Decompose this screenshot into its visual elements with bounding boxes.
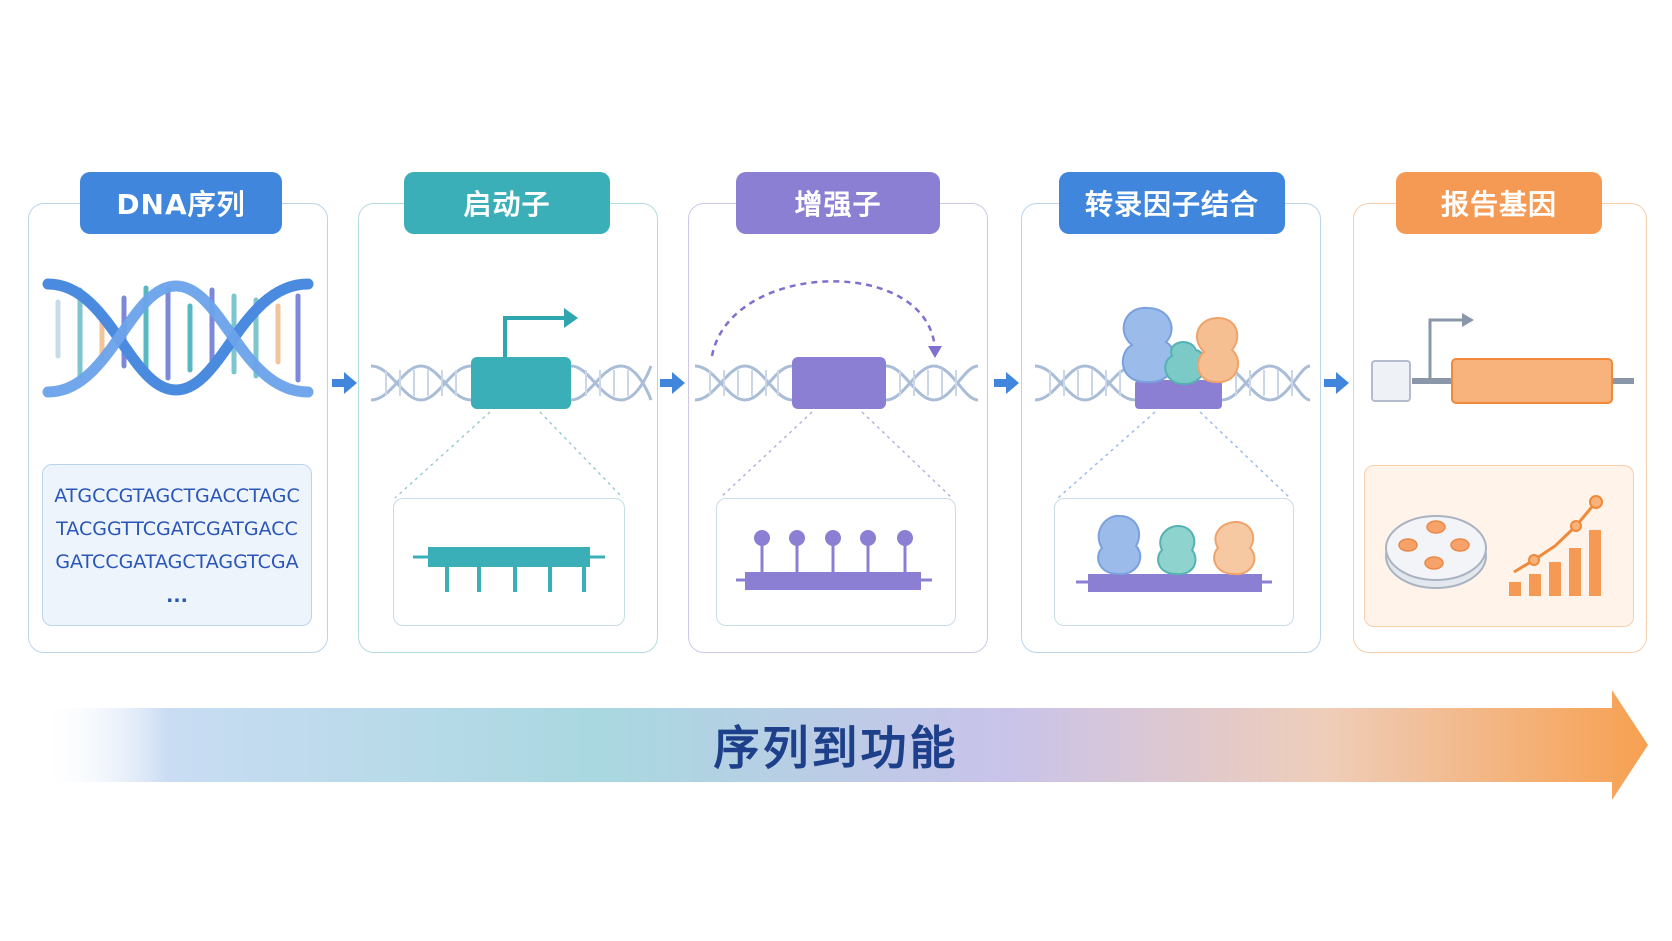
step-header-dna: DNA序列 <box>80 172 282 234</box>
connector-arrow-icon <box>660 372 685 394</box>
promoter-zoom-detail <box>413 547 605 592</box>
enhancer-zoom-box <box>716 498 956 626</box>
petri-dish-icon <box>1385 515 1487 589</box>
enhancer-dna-strip <box>694 364 979 402</box>
transcription-start-arrow-icon <box>503 308 578 357</box>
promoter-region <box>471 357 571 409</box>
connector-arrow-icon <box>332 372 357 394</box>
step-header-promoter: 启动子 <box>404 172 610 234</box>
connector-arrow-icon <box>1324 372 1349 394</box>
sequence-box: ATGCCGTAGCTGACCTAGC TACGGTTCGATCGATGACC … <box>42 464 312 626</box>
promoter-zoom-lines <box>394 411 624 499</box>
sequence-ellipsis: ... <box>166 585 188 607</box>
reporter-construct-icon <box>1371 313 1634 404</box>
dna-helix-icon <box>42 278 314 398</box>
enhancer-region <box>792 357 886 409</box>
tf-zoom-lines <box>1057 411 1291 499</box>
sequence-line: ATGCCGTAGCTGACCTAGC <box>54 485 300 507</box>
tf-dna-strip <box>1034 364 1311 402</box>
flow-label: 序列到功能 <box>713 721 959 775</box>
enhancer-zoom-detail <box>736 530 932 590</box>
enhancer-zoom-lines <box>719 411 953 499</box>
step-header-tf-binding: 转录因子结合 <box>1059 172 1285 234</box>
tf-zoom-detail <box>1076 514 1272 592</box>
step-connector-arrows <box>332 372 1349 394</box>
sequence-line: TACGGTTCGATCGATGACC <box>56 518 298 540</box>
enhancer-loop-arrow-icon <box>710 280 942 358</box>
bar-growth-chart-icon <box>1509 495 1603 596</box>
tf-binding-site <box>1135 380 1222 409</box>
step-header-enhancer: 增强子 <box>736 172 940 234</box>
step-header-reporter: 报告基因 <box>1396 172 1602 234</box>
transcription-factor-icon <box>1121 306 1240 386</box>
sequence-line: GATCCGATAGCTAGGTCGA <box>55 551 299 573</box>
connector-arrow-icon <box>994 372 1019 394</box>
promoter-dna-strip <box>370 364 653 402</box>
